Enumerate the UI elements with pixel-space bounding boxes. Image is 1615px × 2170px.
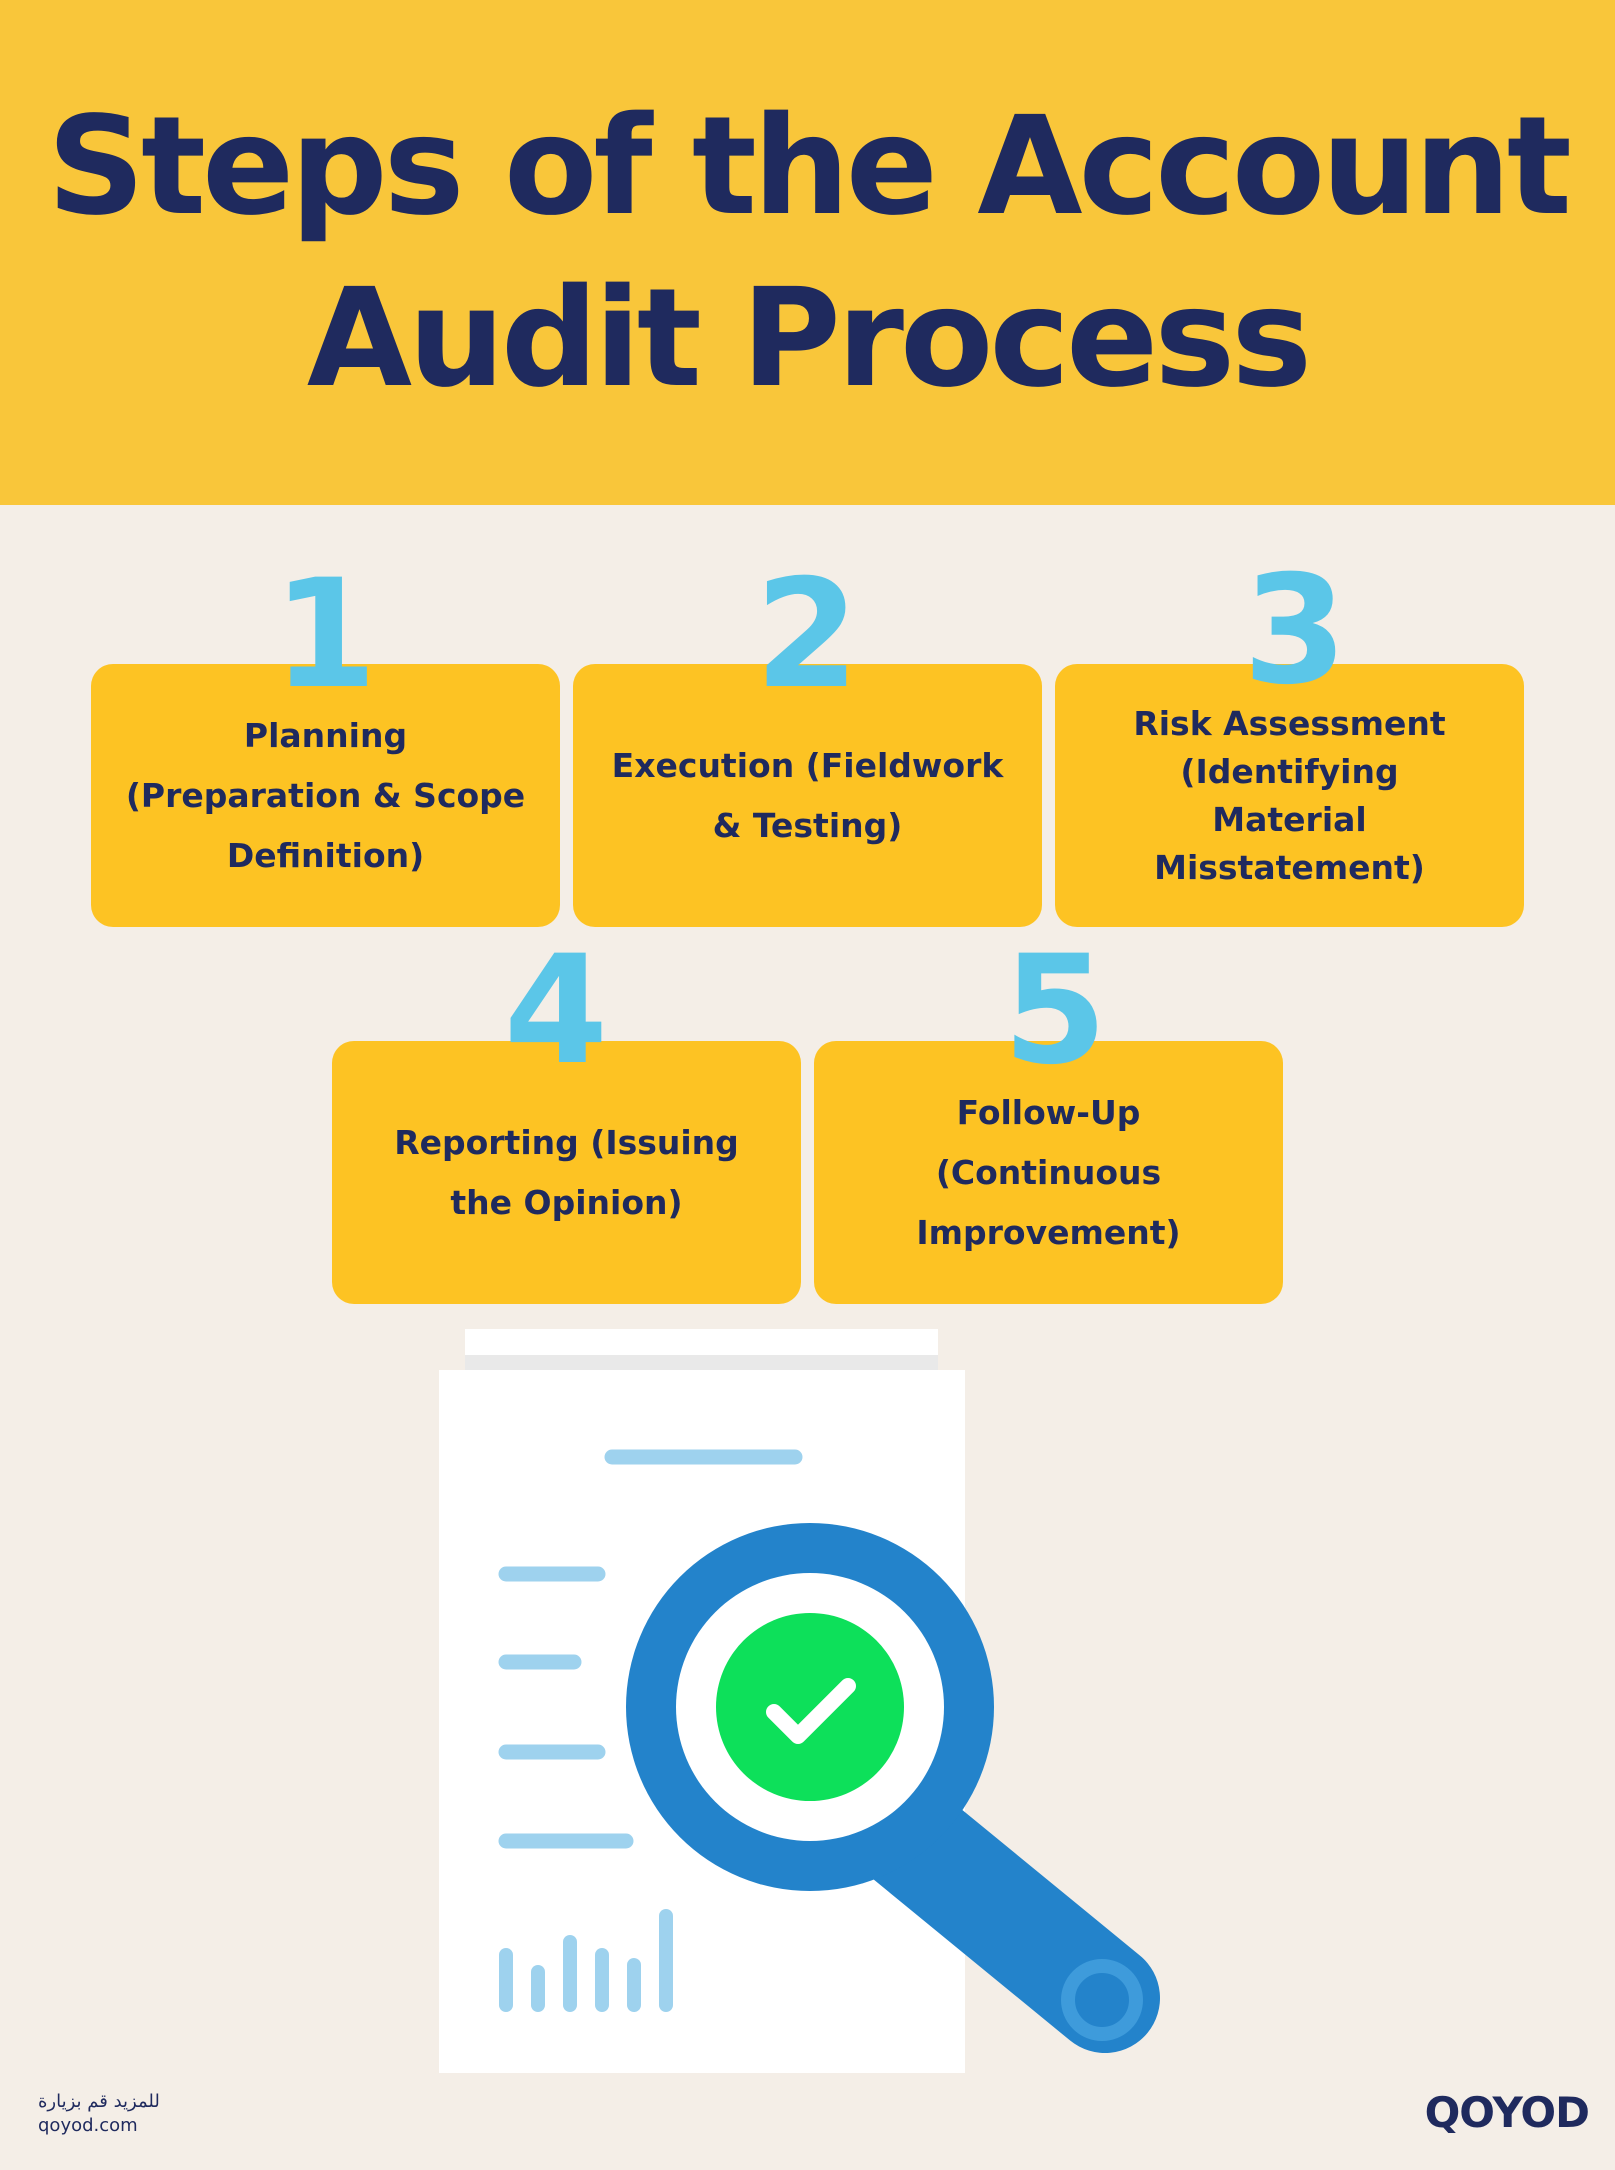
step-card-2: Execution (Fieldwork & Testing) — [573, 664, 1042, 927]
step-card-1: Planning (Preparation & Scope Definition… — [91, 664, 560, 927]
checkmark-icon — [716, 1613, 904, 1801]
header-banner: Steps of the Account Audit Process — [0, 0, 1615, 505]
step-card-5: Follow-Up (Continuous Improvement) — [814, 1041, 1283, 1304]
step-label: Planning (Preparation & Scope Definition… — [125, 715, 526, 875]
step-number-3: 3 — [1242, 544, 1348, 718]
footer-url[interactable]: qoyod.com — [38, 2115, 138, 2136]
qoyod-logo: QOYOD — [1424, 2088, 1590, 2137]
step-card-3: Risk Assessment (Identifying Material Mi… — [1055, 664, 1524, 927]
step-number-1: 1 — [272, 548, 378, 722]
step-label: Follow-Up (Continuous Improvement) — [916, 1092, 1181, 1252]
footer-arabic: للمزيد قم بزيارة — [38, 2091, 160, 2112]
step-number-4: 4 — [503, 924, 609, 1098]
step-number-2: 2 — [754, 548, 860, 722]
step-label: Reporting (Issuing the Opinion) — [394, 1122, 739, 1222]
step-label: Execution (Fieldwork & Testing) — [611, 745, 1004, 845]
footer-visit: للمزيد قم بزيارة qoyod.com — [38, 2090, 160, 2138]
step-card-4: Reporting (Issuing the Opinion) — [332, 1041, 801, 1304]
step-label: Risk Assessment (Identifying Material Mi… — [1133, 703, 1446, 887]
page-title: Steps of the Account Audit Process — [47, 87, 1572, 418]
step-number-5: 5 — [1002, 924, 1108, 1098]
